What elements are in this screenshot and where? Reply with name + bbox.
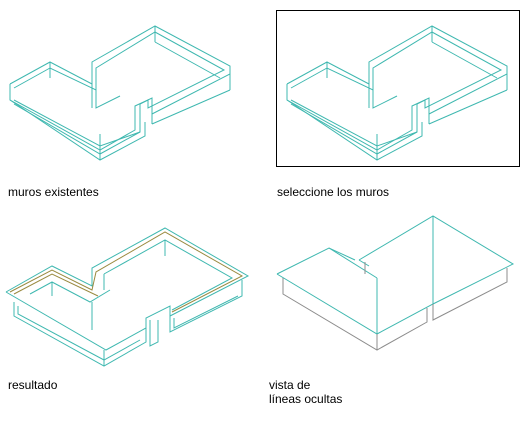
caption-hidden-line-view: vista de líneas ocultas — [269, 378, 342, 406]
caption-line: líneas ocultas — [269, 392, 343, 406]
result-drawing — [5, 227, 250, 367]
caption-select-walls: seleccione los muros — [277, 185, 389, 199]
existing-walls-drawing — [9, 25, 231, 161]
panel-result: resultado — [0, 210, 265, 434]
caption-line: vista de — [269, 378, 311, 392]
panel-hidden-line-view: vista de líneas ocultas — [265, 210, 531, 434]
select-walls-drawing — [286, 25, 508, 161]
selection-window — [276, 10, 520, 167]
caption-result: resultado — [8, 378, 57, 392]
hidden-line-drawing — [276, 215, 515, 351]
caption-existing-walls: muros existentes — [8, 185, 99, 199]
caption-line: seleccione los muros — [277, 185, 390, 199]
panel-select-walls: seleccione los muros — [265, 0, 531, 210]
caption-line: resultado — [8, 378, 58, 392]
caption-line: muros existentes — [8, 185, 99, 199]
panel-existing-walls: muros existentes — [0, 0, 265, 210]
